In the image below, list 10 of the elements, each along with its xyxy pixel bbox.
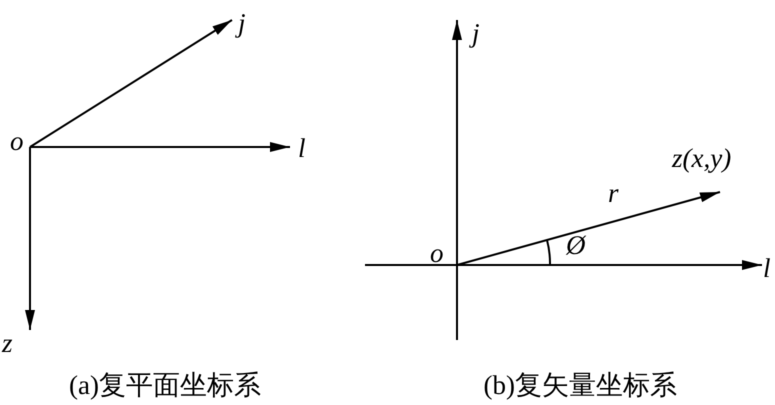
- origin-label: o: [10, 128, 24, 155]
- caption: (a)复平面坐标系: [69, 372, 261, 399]
- caption: (b)复矢量坐标系: [484, 372, 677, 399]
- axis-label: l: [298, 135, 306, 162]
- vector-label: r: [608, 180, 619, 207]
- axis-label: z: [2, 330, 13, 357]
- axis-label: l: [763, 255, 771, 282]
- point-label: z(x,y): [672, 145, 732, 172]
- origin-label: o: [430, 240, 444, 267]
- angle-label: Ø: [566, 232, 586, 259]
